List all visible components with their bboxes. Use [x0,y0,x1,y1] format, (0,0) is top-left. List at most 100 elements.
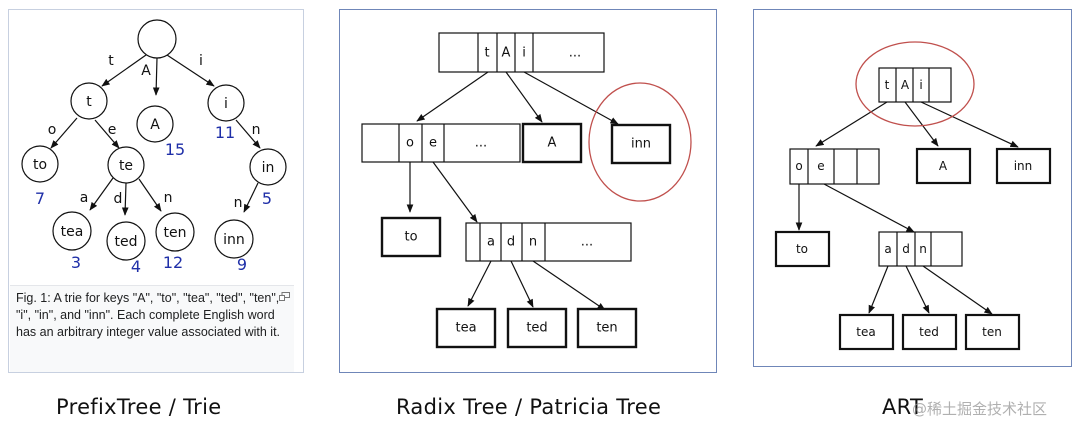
radix-leaf-label: tea [455,321,476,336]
art-edge-A [904,101,939,147]
art-panel: t A i o e a d n [753,9,1072,367]
art-leaf-label: ted [919,325,939,339]
trie-edge-label: n [252,122,261,138]
radix-edge-A [505,71,543,123]
trie-value: 4 [131,257,141,276]
trie-value: 9 [237,255,247,274]
radix-adn-cell: d [507,235,515,250]
radix-edge-n [532,260,606,311]
trie-panel: t A i o e n a d n n t A i [8,9,304,373]
trie-value: 11 [215,123,235,142]
radix-root-cell: i [522,46,526,61]
trie-node-t [70,82,108,120]
trie-value: 15 [165,140,185,159]
radix-edge-e [432,161,478,223]
art-edge-i [920,101,1019,148]
trie-node-label: t [86,94,92,110]
radix-root-cell: ... [569,46,581,61]
trie-diagram: t A i o e n a d n n t A i [21,19,287,276]
trie-node-in [249,148,287,186]
trie-node-root [137,19,177,59]
art-diagram: t A i o e a d n [774,41,1052,351]
watermark: @稀土掘金技术社区 [912,400,1048,418]
art-edge-n [922,265,993,315]
art-leaf-label: to [796,242,808,256]
trie-edge-root-i [166,54,215,87]
radix-leaf-ten [576,307,638,349]
radix-leaf-A [521,122,583,164]
art-leaf-label: ten [982,325,1002,339]
radix-oe-cell: ... [475,136,487,151]
radix-leaf-label: ted [526,321,547,336]
art-oe-node: o e [789,148,880,185]
art-oe-cell: e [817,159,824,173]
art-root-node: t A i [878,67,952,103]
art-edge-d [905,265,930,314]
trie-caption-text: Fig. 1: A trie for keys "A", "to", "tea"… [16,291,281,339]
trie-edge-root-t [101,54,147,87]
trie-edge-label: d [114,191,123,207]
radix-leaf-label: A [548,136,557,151]
radix-leaf-label: to [404,230,417,245]
radix-root-cell: A [502,46,511,61]
art-leaf-A [915,147,972,185]
radix-oe-cell: e [429,136,437,151]
art-edge-t [815,101,888,147]
trie-node-te [107,146,145,184]
radix-oe-node: o e ... [361,123,521,163]
trie-value: 12 [163,253,183,272]
trie-edge-label: A [141,63,151,79]
trie-edge-te-ten [138,178,162,212]
art-root-cell: i [919,78,922,92]
radix-adn-cell: a [487,235,495,250]
trie-node-tea [52,211,92,251]
radix-oe-cell: o [406,136,414,151]
art-leaf-tea [838,313,895,351]
radix-leaf-inn [610,123,672,165]
radix-diagram: t A i ... o e ... a [361,32,692,349]
trie-node-label: A [150,117,160,133]
radix-adn-node: a d n ... [465,222,632,262]
art-root-cell: A [901,78,910,92]
trie-value: 5 [262,189,272,208]
art-leaf-label: tea [856,325,875,339]
trie-edge-label: a [80,190,89,206]
art-adn-cell: n [919,242,927,256]
trie-value: 3 [71,253,81,272]
art-edge-e [823,183,915,233]
trie-edge-label: t [108,53,114,69]
trie-node-label: te [119,158,133,174]
enlarge-icon[interactable] [279,292,290,301]
trie-edge-t-to [50,117,78,149]
art-edge-a [868,265,889,314]
art-oe-cell: o [795,159,802,173]
art-leaf-inn [995,147,1052,185]
radix-label: Radix Tree / Patricia Tree [396,395,662,419]
art-adn-node: a d n [878,231,963,267]
trie-node-label: tea [61,224,84,240]
trie-node-label: to [33,157,47,173]
radix-root-node: t A i ... [438,32,605,73]
trie-edge-te-tea [89,177,114,211]
art-leaf-ted [901,313,958,351]
art-root-cell: t [885,78,890,92]
trie-edge-t-te [94,119,120,149]
radix-leaf-to [380,216,442,258]
radix-edge-d [510,260,534,308]
trie-node-label: in [262,160,275,176]
art-leaf-to [774,230,831,268]
radix-panel: t A i ... o e ... a [339,9,717,373]
radix-edge-a [467,260,492,307]
trie-edge-label: n [234,195,243,211]
art-leaf-ten [964,313,1021,351]
trie-node-i [207,84,245,122]
trie-node-to [21,145,59,183]
radix-edge-t [416,71,489,122]
radix-adn-cell: n [529,235,537,250]
trie-node-inn [214,219,254,259]
trie-node-ten [155,212,195,252]
trie-edge-label: e [108,122,117,138]
art-leaf-label: A [939,159,948,173]
trie-edge-in-inn [243,182,259,213]
trie-node-label: i [224,96,228,112]
